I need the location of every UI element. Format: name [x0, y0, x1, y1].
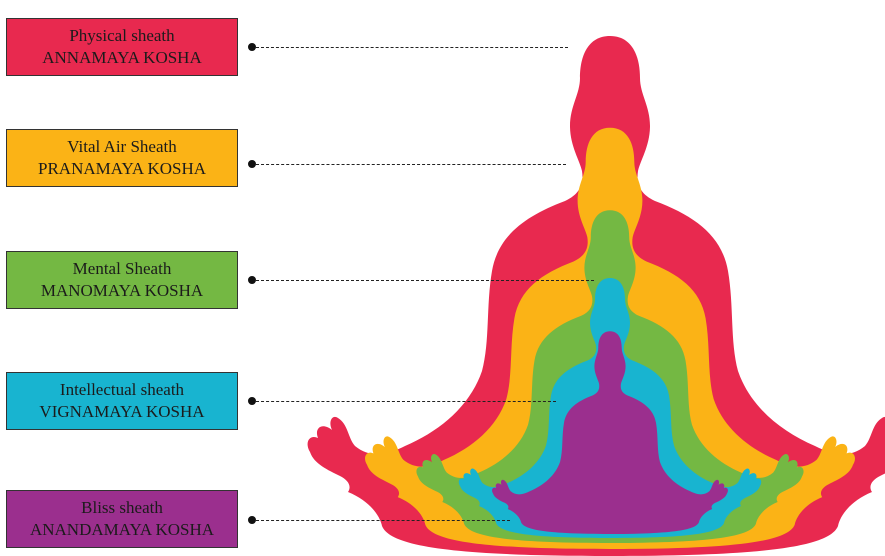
connector-line — [256, 280, 594, 281]
sheath-subtitle: VIGNAMAYA KOSHA — [39, 401, 204, 423]
sheath-title: Bliss sheath — [81, 497, 163, 519]
sheath-subtitle: ANNAMAYA KOSHA — [42, 47, 201, 69]
connector-line — [256, 520, 510, 521]
connector-line — [256, 401, 556, 402]
connector-dot — [248, 160, 256, 168]
sheath-title: Physical sheath — [69, 25, 174, 47]
sheath-title: Intellectual sheath — [60, 379, 184, 401]
connector-dot — [248, 43, 256, 51]
sheath-title: Mental Sheath — [73, 258, 172, 280]
sheath-subtitle: PRANAMAYA KOSHA — [38, 158, 206, 180]
connector-line — [256, 164, 566, 165]
sheath-subtitle: ANANDAMAYA KOSHA — [30, 519, 214, 541]
connector-dot — [248, 397, 256, 405]
sheath-subtitle: MANOMAYA KOSHA — [41, 280, 203, 302]
sheath-title: Vital Air Sheath — [67, 136, 176, 158]
connector-dot — [248, 516, 256, 524]
connector-dot — [248, 276, 256, 284]
connector-line — [256, 47, 568, 48]
